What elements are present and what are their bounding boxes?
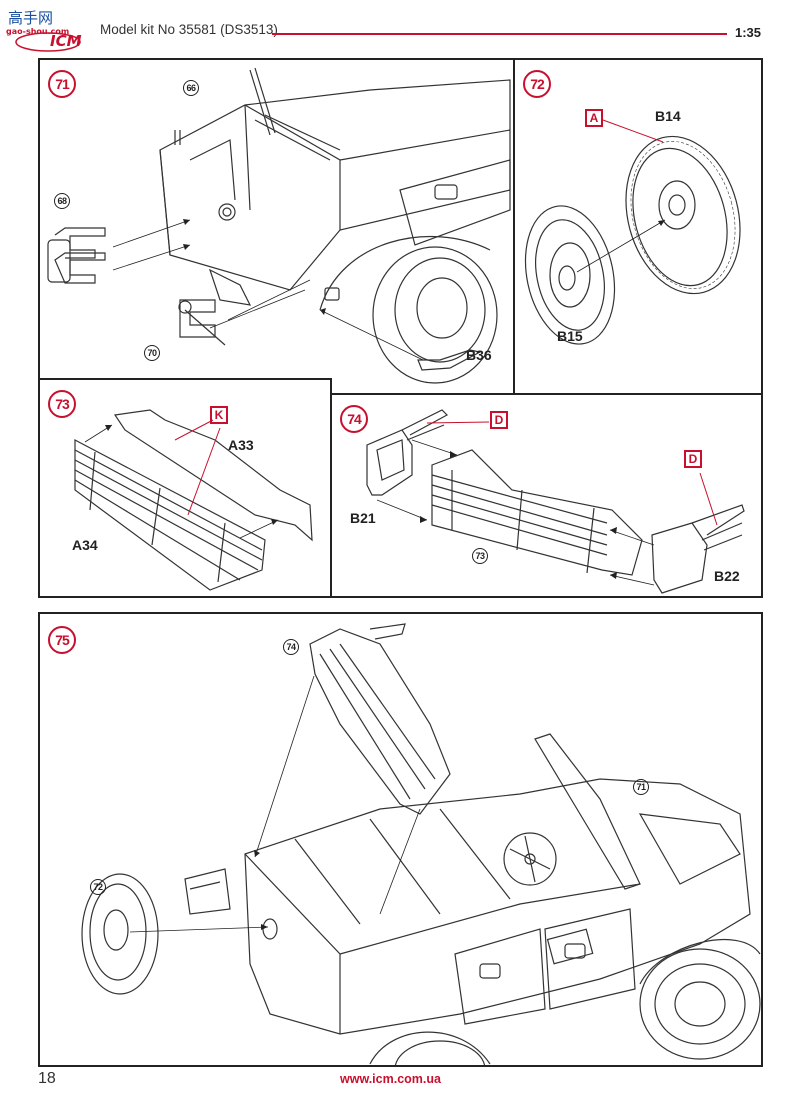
step-72-panel: 72 A B14 B15 xyxy=(513,58,763,396)
step-73-illustration xyxy=(74,409,313,591)
ref-circle-73: 73 xyxy=(472,548,488,564)
color-code-k: K xyxy=(210,406,228,424)
part-label-b21: B21 xyxy=(350,510,376,526)
ref-circle-66: 66 xyxy=(183,80,199,96)
step-number-71: 71 xyxy=(48,70,76,98)
kit-title: Model kit No 35581 (DS3513) xyxy=(100,22,278,37)
color-code-d-upper: D xyxy=(490,411,508,429)
ref-circle-71: 71 xyxy=(633,779,649,795)
step-73-panel: 73 K A33 A34 xyxy=(38,378,332,598)
ref-circle-72: 72 xyxy=(90,879,106,895)
logo-cn-text: 高手网 xyxy=(8,9,53,27)
part-label-b15: B15 xyxy=(557,328,583,344)
scale-label: 1:35 xyxy=(735,25,762,40)
page-number: 18 xyxy=(38,1070,56,1087)
part-label-b36: B36 xyxy=(466,347,492,363)
step-75-illustration xyxy=(81,623,761,1065)
step-number-72: 72 xyxy=(523,70,551,98)
step-71-illustration xyxy=(47,67,511,384)
ref-circle-68: 68 xyxy=(54,193,70,209)
website-link[interactable]: www.icm.com.ua xyxy=(340,1072,441,1086)
step-74-illustration xyxy=(366,409,745,594)
step-75-panel: 75 74 71 72 xyxy=(38,612,763,1067)
part-label-a34: A34 xyxy=(72,537,98,553)
header-rule xyxy=(272,33,727,35)
color-code-a: A xyxy=(585,109,603,127)
step-71-panel: 71 66 68 70 B36 xyxy=(38,58,515,396)
part-label-b14: B14 xyxy=(655,108,681,124)
step-number-74: 74 xyxy=(340,405,368,433)
ref-circle-70: 70 xyxy=(144,345,160,361)
step-74-panel: 74 D D B21 B22 73 xyxy=(330,393,763,598)
step-number-75: 75 xyxy=(48,626,76,654)
logo-brand-text: ICM xyxy=(50,32,82,50)
part-label-b22: B22 xyxy=(714,568,740,584)
step-72-illustration xyxy=(524,119,741,345)
logo: 高手网 gao-shou.com ICM xyxy=(4,6,96,54)
logo-site-text: gao-shou.com xyxy=(6,27,69,36)
step-number-73: 73 xyxy=(48,390,76,418)
part-label-a33: A33 xyxy=(228,437,254,453)
ref-circle-74: 74 xyxy=(283,639,299,655)
color-code-d-lower: D xyxy=(684,450,702,468)
